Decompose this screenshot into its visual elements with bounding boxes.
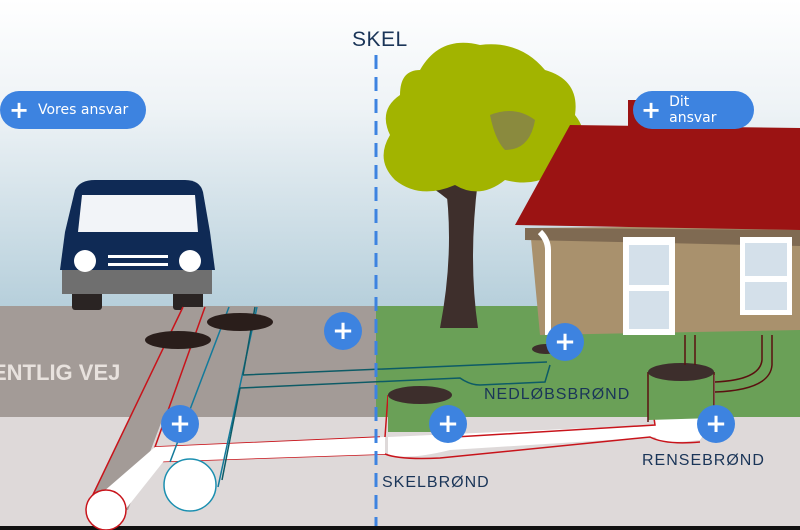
your-responsibility-label: Dit ansvar — [669, 94, 717, 126]
downpipe-well-label: NEDLØBSBRØND — [484, 386, 631, 403]
boundary-well-label: SKELBRØND — [382, 474, 490, 491]
car — [60, 180, 215, 310]
boundary-well-info-button[interactable]: + — [429, 405, 467, 443]
boundary-label: SKEL — [352, 28, 408, 51]
bottom-bar — [0, 526, 800, 530]
plus-icon: + — [8, 96, 30, 124]
plus-icon: + — [641, 96, 662, 124]
downpipe-well-info-button[interactable]: + — [546, 323, 584, 361]
manhole-2 — [207, 313, 273, 331]
road-label: ENTLIG VEJ — [0, 360, 121, 385]
our-responsibility-button[interactable]: + Vores ansvar — [0, 91, 147, 129]
main-sewer-info-button[interactable]: + — [161, 405, 199, 443]
our-responsibility-label: Vores ansvar — [38, 102, 129, 118]
cleaning-well-info-button[interactable]: + — [697, 405, 735, 443]
manhole-1 — [145, 331, 211, 349]
road-info-button[interactable]: + — [324, 312, 362, 350]
main-sewer-pipes — [85, 306, 551, 530]
tree — [383, 42, 583, 328]
cleaning-well-label: RENSEBRØND — [642, 452, 765, 469]
your-responsibility-button[interactable]: + Dit ansvar — [633, 91, 754, 129]
